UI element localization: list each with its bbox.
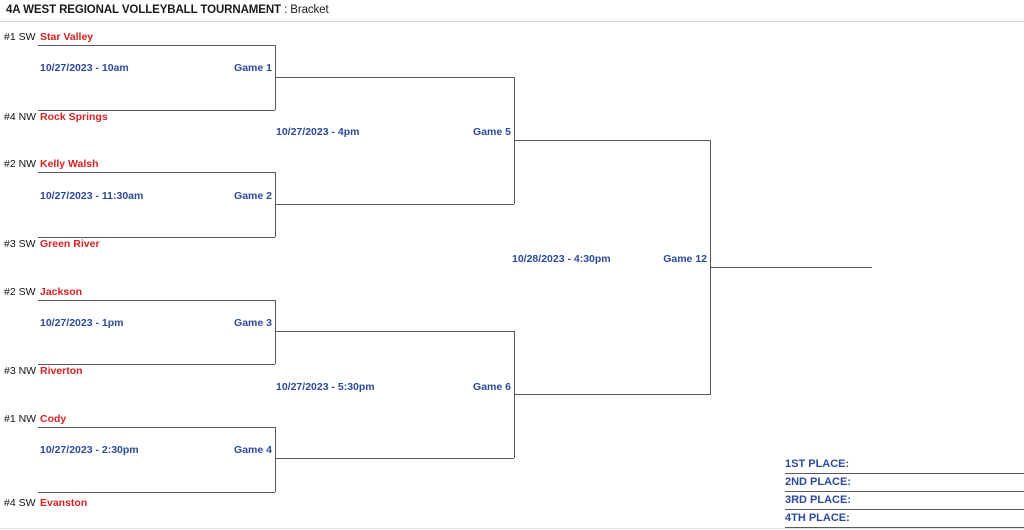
game-datetime: 10/27/2023 - 5:30pm xyxy=(276,381,375,393)
game5-bottom-feed-line xyxy=(275,204,514,205)
game2-bottom-team-line xyxy=(38,237,275,238)
placement-write-in-line[interactable] xyxy=(785,473,1024,474)
seed-label: #2 SW xyxy=(4,286,36,298)
game3-top-team-line xyxy=(38,300,275,301)
seed-label: #1 SW xyxy=(4,31,36,43)
placement-label: 4TH PLACE: xyxy=(785,512,850,524)
team-name[interactable]: Star Valley xyxy=(40,31,94,43)
game-datetime: 10/27/2023 - 2:30pm xyxy=(40,444,139,456)
champion-line[interactable] xyxy=(710,267,872,268)
placement-label: 1ST PLACE: xyxy=(785,458,850,470)
game-label[interactable]: Game 5 xyxy=(473,126,511,138)
team-name[interactable]: Jackson xyxy=(40,286,83,298)
game-label[interactable]: Game 3 xyxy=(234,317,272,329)
seed-label: #3 SW xyxy=(4,238,36,250)
seed-label: #1 NW xyxy=(4,413,37,425)
team-name[interactable]: Evanston xyxy=(40,497,88,509)
placement-label: 2ND PLACE: xyxy=(785,476,852,488)
page-bottom-divider xyxy=(0,528,1024,529)
page-title: 4A WEST REGIONAL VOLLEYBALL TOURNAMENT :… xyxy=(6,4,329,16)
placement-row-2nd: 2ND PLACE: xyxy=(785,476,1024,494)
team-name[interactable]: Riverton xyxy=(40,365,83,377)
game1-bottom-team-line xyxy=(38,110,275,111)
team-name[interactable]: Cody xyxy=(40,413,67,425)
page-title-main: 4A WEST REGIONAL VOLLEYBALL TOURNAMENT xyxy=(6,4,281,16)
placement-write-in-line[interactable] xyxy=(785,491,1024,492)
seed-label: #2 NW xyxy=(4,158,37,170)
game-datetime: 10/28/2023 - 4:30pm xyxy=(512,253,611,265)
game4-bottom-team-line xyxy=(38,492,275,493)
game-datetime: 10/27/2023 - 1pm xyxy=(40,317,124,329)
game-datetime: 10/27/2023 - 4pm xyxy=(276,126,360,138)
game-label[interactable]: Game 4 xyxy=(234,444,272,456)
placement-row-3rd: 3RD PLACE: xyxy=(785,494,1024,512)
game12-top-feed-line xyxy=(514,140,711,141)
team-name[interactable]: Green River xyxy=(40,238,100,250)
game-label[interactable]: Game 2 xyxy=(234,190,272,202)
game4-top-team-line xyxy=(38,427,275,428)
game5-top-feed-line xyxy=(275,77,514,78)
game2-top-team-line xyxy=(38,172,275,173)
game-label[interactable]: Game 12 xyxy=(663,253,707,265)
game6-top-feed-line xyxy=(275,331,514,332)
team-name[interactable]: Kelly Walsh xyxy=(40,158,99,170)
placement-write-in-line[interactable] xyxy=(785,527,1024,528)
seed-label: #4 NW xyxy=(4,111,37,123)
game-datetime: 10/27/2023 - 10am xyxy=(40,62,129,74)
game3-bracket-connector xyxy=(275,300,276,364)
game12-bottom-feed-line xyxy=(514,394,711,395)
game4-bracket-connector xyxy=(275,427,276,492)
game-datetime: 10/27/2023 - 11:30am xyxy=(40,190,144,202)
title-divider xyxy=(0,21,1024,22)
placement-label: 3RD PLACE: xyxy=(785,494,852,506)
placement-row-1st: 1ST PLACE: xyxy=(785,458,1024,476)
game3-bottom-team-line xyxy=(38,364,275,365)
game6-bottom-feed-line xyxy=(275,458,514,459)
placement-write-in-line[interactable] xyxy=(785,509,1024,510)
placement-row-4th: 4TH PLACE: xyxy=(785,512,1024,530)
seed-label: #3 NW xyxy=(4,365,37,377)
page-title-sub: : Bracket xyxy=(280,4,329,16)
game-label[interactable]: Game 1 xyxy=(234,62,272,74)
team-name[interactable]: Rock Springs xyxy=(40,111,108,123)
seed-label: #4 SW xyxy=(4,497,36,509)
game-label[interactable]: Game 6 xyxy=(473,381,511,393)
title-bar: 4A WEST REGIONAL VOLLEYBALL TOURNAMENT :… xyxy=(0,0,1024,22)
game1-top-team-line xyxy=(38,45,275,46)
